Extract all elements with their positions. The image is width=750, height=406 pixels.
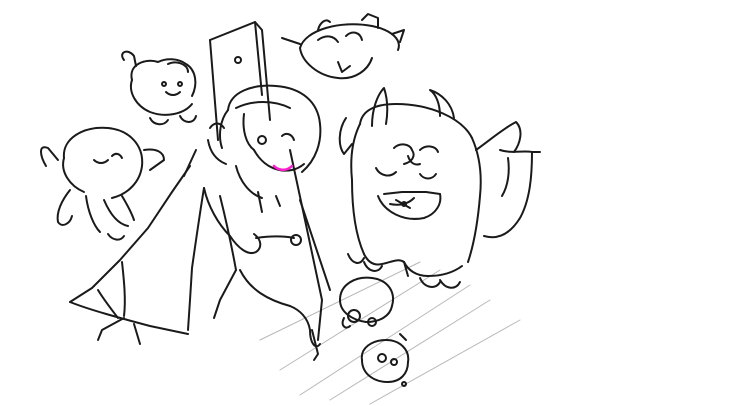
floor-small-creature	[360, 333, 410, 387]
ghost-creature	[40, 126, 165, 241]
door-outline	[209, 21, 331, 341]
horned-monster-character	[338, 87, 541, 289]
floor-round-creature	[339, 276, 394, 329]
girl-character	[69, 84, 322, 361]
girl-smile	[272, 164, 294, 171]
puppy-creature	[121, 50, 197, 126]
flying-turtle-creature	[281, 13, 405, 80]
